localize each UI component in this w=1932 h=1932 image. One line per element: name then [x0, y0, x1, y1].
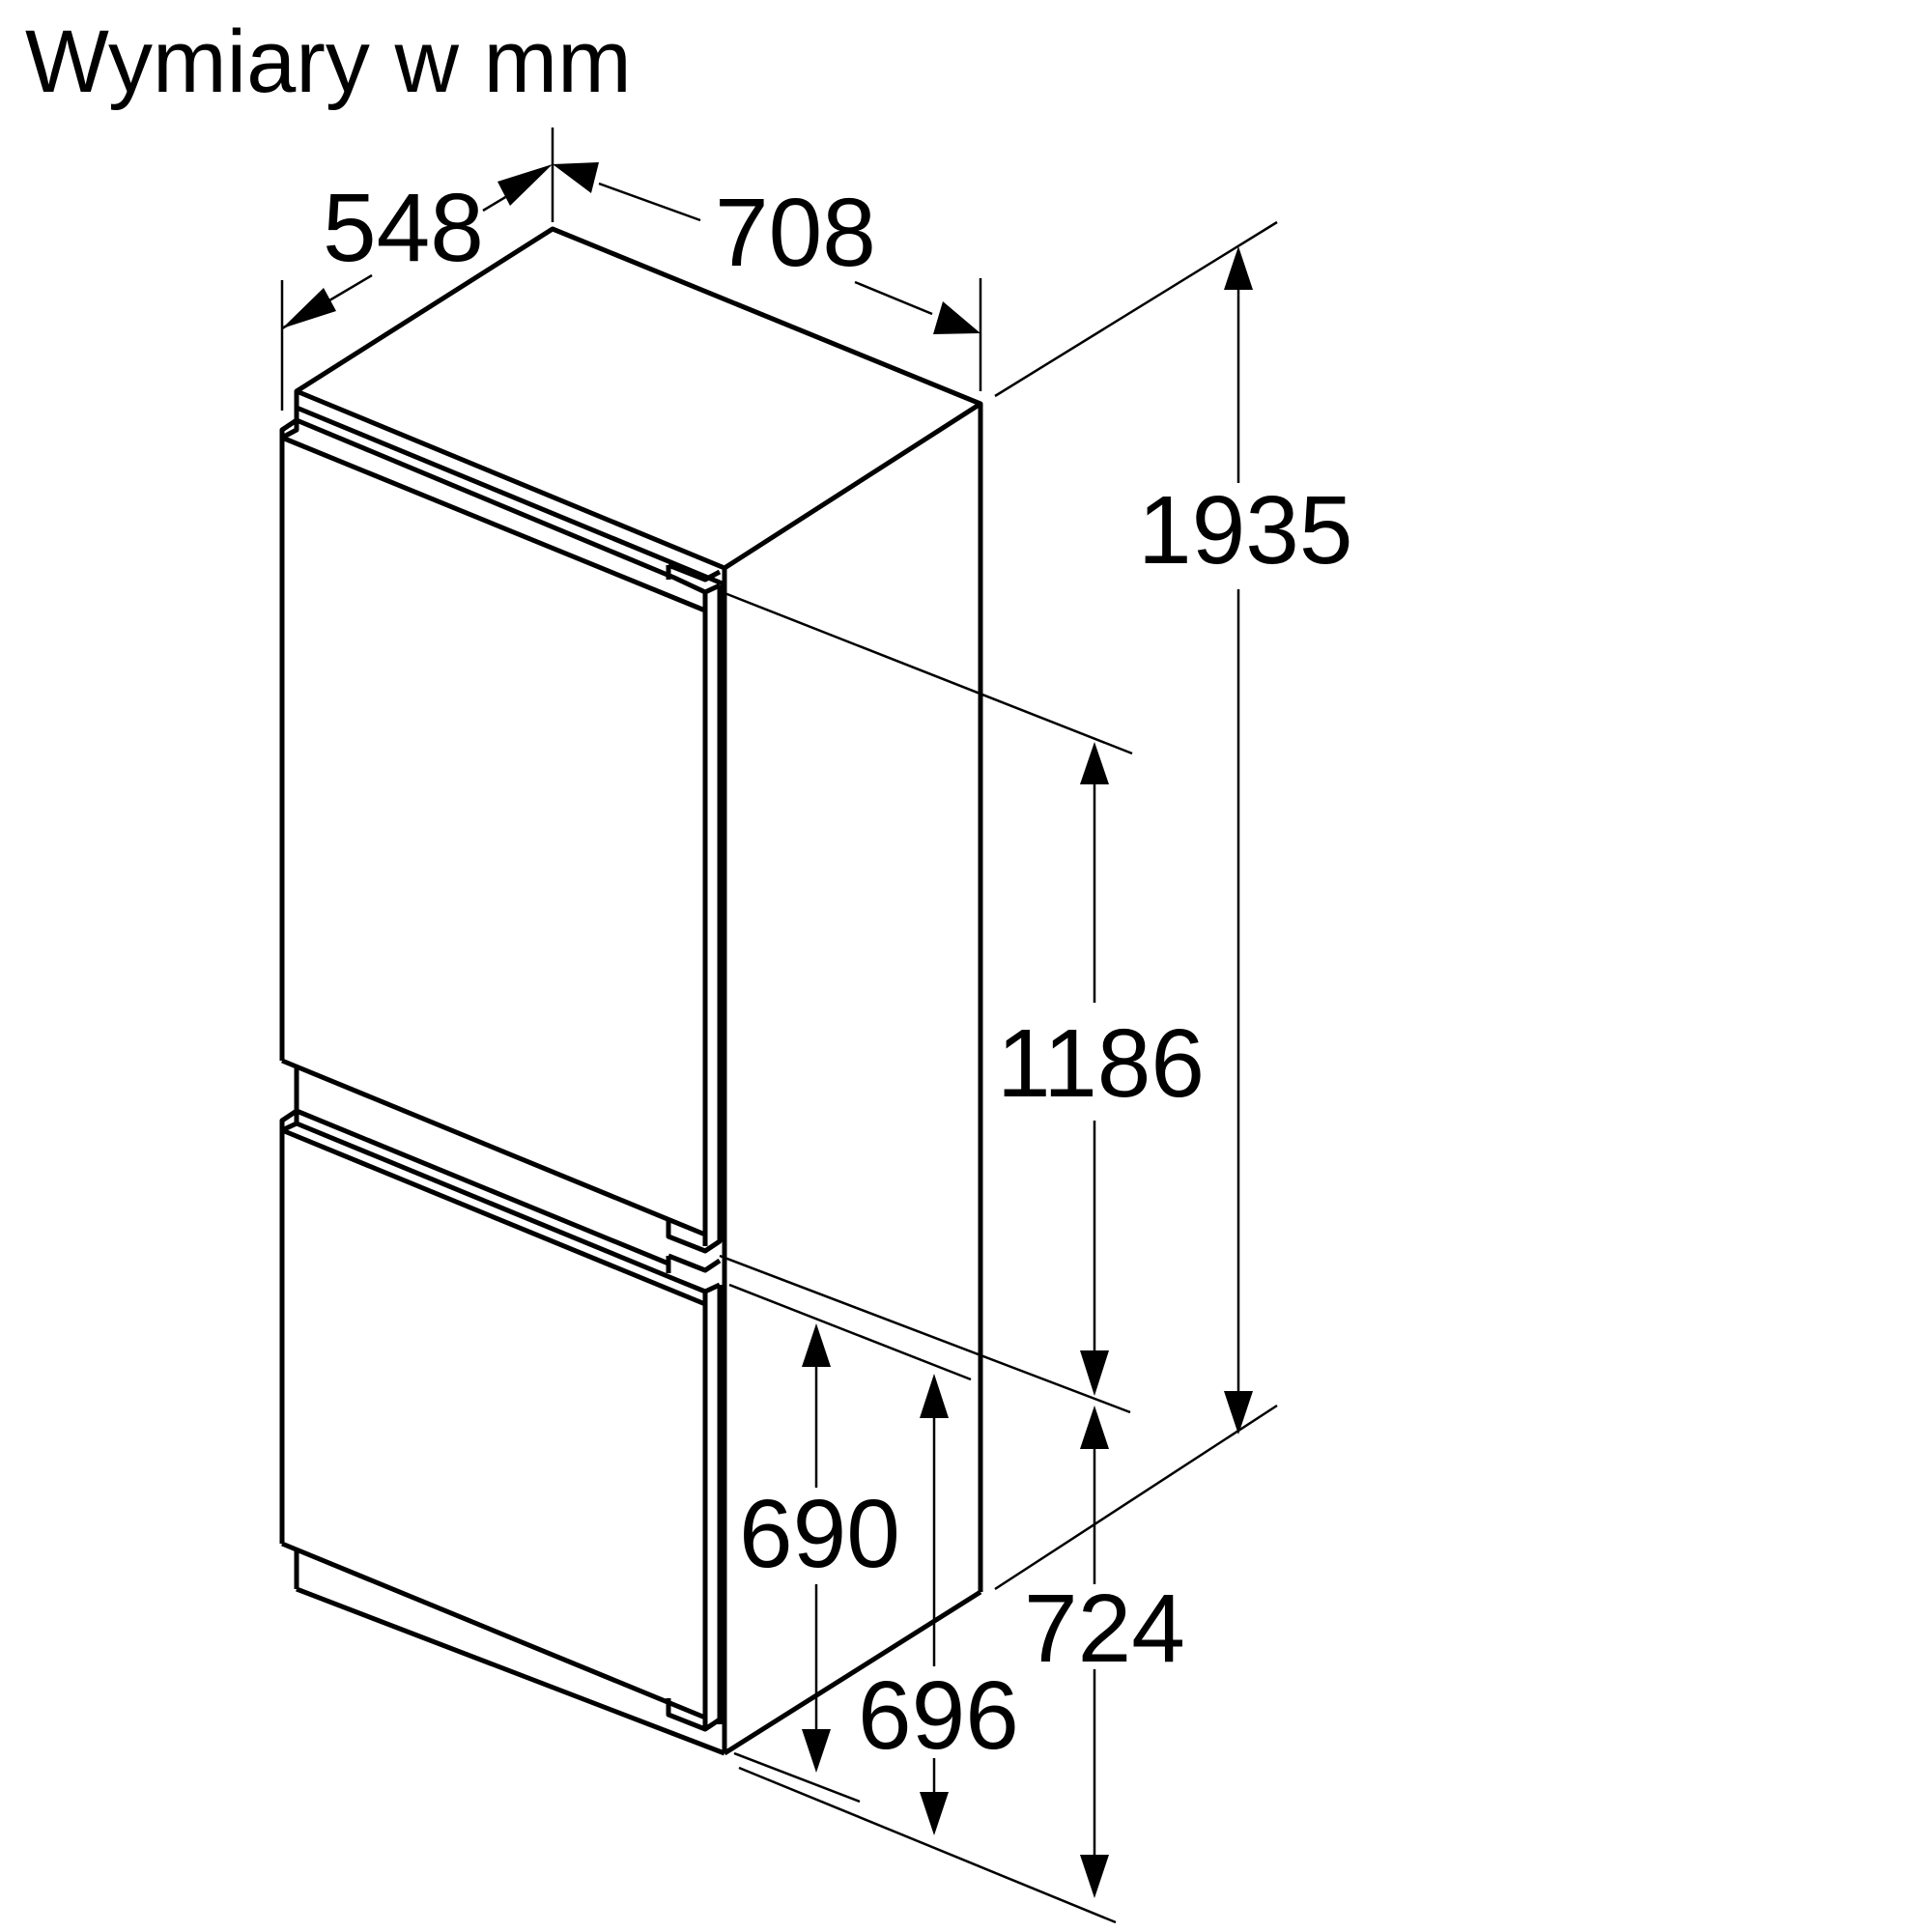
arrow-548-right	[497, 164, 553, 206]
arrow-696-bottom	[920, 1792, 949, 1835]
arrow-724-bottom	[1080, 1855, 1109, 1898]
dimension-lines	[281, 162, 1253, 1898]
arrow-708-right	[933, 301, 980, 334]
arrow-1935-bottom	[1224, 1391, 1253, 1435]
arrow-724-top	[1080, 1406, 1109, 1449]
cabinet-outline	[294, 226, 983, 1756]
arrow-1935-top	[1224, 246, 1253, 290]
arrow-690-top	[802, 1323, 831, 1367]
arrow-690-bottom	[802, 1729, 831, 1773]
page-title: Wymiary w mm	[25, 13, 632, 111]
lower-door	[279, 1108, 725, 1756]
dim-label-696: 696	[858, 1662, 1019, 1770]
dim-label-548: 548	[323, 174, 484, 282]
dim-label-690: 690	[739, 1480, 900, 1588]
arrow-548-left	[282, 288, 336, 328]
extension-lines	[280, 128, 1278, 1924]
arrow-1186-bottom	[1080, 1350, 1109, 1396]
arrow-696-top	[920, 1374, 949, 1418]
dim-label-1935: 1935	[1138, 476, 1352, 584]
cabinet-bottom-edge	[723, 1589, 982, 1756]
dim-line-708-lower	[854, 280, 933, 316]
dim-label-708: 708	[715, 179, 876, 287]
dim-label-724: 724	[1024, 1575, 1185, 1683]
arrow-1186-top	[1080, 742, 1109, 784]
upper-door	[279, 405, 725, 1254]
arrow-708-left	[553, 162, 599, 193]
dim-line-708-upper	[598, 182, 701, 222]
dim-label-1186: 1186	[997, 1009, 1205, 1118]
